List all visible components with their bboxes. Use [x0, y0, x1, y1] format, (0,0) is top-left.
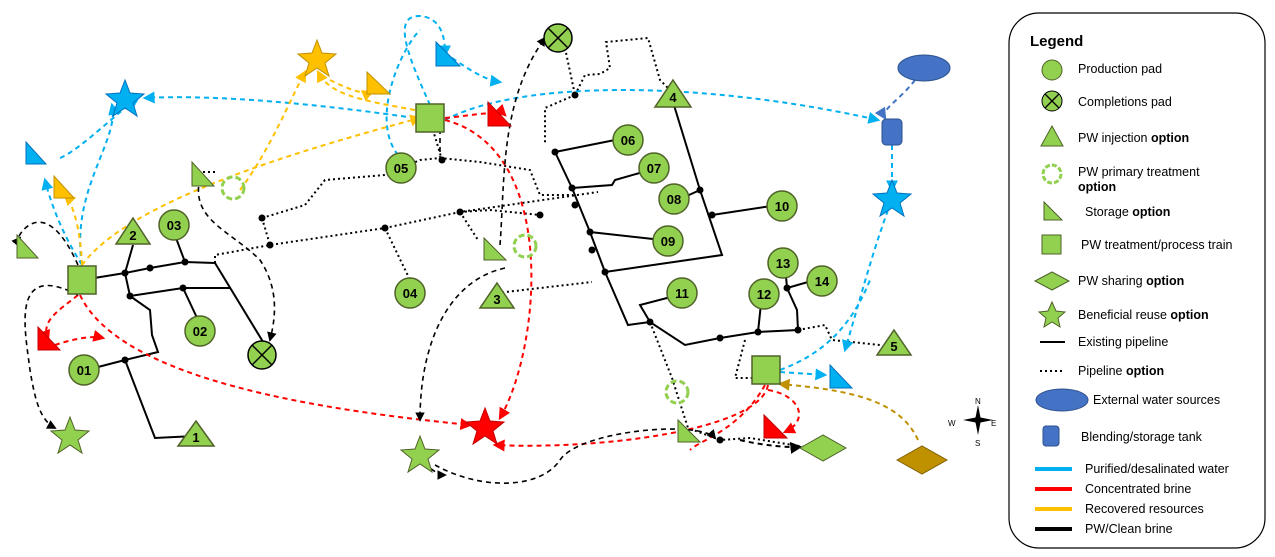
pad-label: 11 — [675, 286, 689, 301]
legend-completions-pad-icon — [1041, 90, 1063, 112]
legend-item-label: External water sources — [1093, 393, 1220, 407]
pad-label: 10 — [775, 199, 789, 214]
injection-label: 2 — [129, 228, 136, 243]
legend-external-source-icon — [1035, 388, 1089, 412]
beneficial-reuse-options — [49, 38, 913, 474]
pw-sharing-options — [798, 434, 949, 475]
treatment-trains — [67, 103, 781, 385]
primary-treatment-options — [220, 175, 690, 405]
legend-item-label: Pipeline option — [1078, 364, 1164, 378]
injection-options — [114, 78, 913, 447]
optional-pipelines — [193, 36, 881, 448]
pad-label: 04 — [403, 286, 418, 301]
legend-sharing-icon — [1033, 271, 1071, 291]
pad-label: 08 — [667, 192, 681, 207]
pad-label: 12 — [757, 287, 771, 302]
external-flows — [739, 79, 919, 454]
injection-label: 4 — [669, 90, 677, 105]
compass-north: N — [975, 397, 981, 406]
external-water-source — [897, 54, 951, 82]
legend: Legend Production pad Completions pad PW… — [1008, 12, 1266, 549]
legend-production-pad-icon — [1041, 59, 1063, 81]
legend-item-bold: option — [1078, 180, 1116, 194]
legend-item-label: PW primary treatment — [1078, 165, 1200, 179]
pad-label: 14 — [815, 274, 830, 289]
purified-water-flows — [41, 14, 898, 381]
legend-item-label: Recovered resources — [1085, 502, 1204, 516]
legend-reuse-icon — [1037, 300, 1067, 329]
completions-pad — [543, 23, 573, 53]
pad-label: 07 — [647, 161, 661, 176]
legend-item-label: PW treatment/process train — [1081, 238, 1232, 252]
injection-label: 1 — [192, 430, 199, 445]
pad-label: 06 — [621, 133, 635, 148]
pad-label: 09 — [661, 234, 675, 249]
pipeline-junctions — [121, 91, 802, 444]
pad-label: 03 — [167, 218, 181, 233]
pad-label: 01 — [77, 363, 91, 378]
pad-label: 05 — [394, 161, 408, 176]
injection-label: 5 — [890, 339, 897, 354]
legend-storage-icon — [1043, 200, 1064, 221]
legend-item-label: Concentrated brine — [1085, 482, 1191, 496]
legend-injection-icon — [1040, 124, 1064, 147]
existing-pipelines — [81, 101, 816, 440]
clean-brine-flows — [11, 36, 717, 484]
recovered-resource-flows — [63, 69, 423, 266]
legend-tank-icon — [1042, 425, 1060, 447]
legend-item-label: Production pad — [1078, 62, 1162, 76]
compass-rose: N S E W — [948, 397, 996, 448]
completions-pad — [247, 340, 277, 370]
storage-options — [16, 40, 854, 443]
legend-primary-treatment-icon — [1041, 163, 1063, 185]
blending-tank — [881, 118, 903, 146]
legend-item-label: Beneficial reuse option — [1078, 308, 1209, 322]
pad-label: 13 — [776, 256, 790, 271]
compass-south: S — [975, 439, 980, 448]
legend-item-label: Storage option — [1085, 205, 1170, 219]
compass-east: E — [991, 419, 996, 428]
injection-label: 3 — [493, 292, 500, 307]
legend-item-label: Purified/desalinated water — [1085, 462, 1229, 476]
legend-item-label: PW sharing option — [1078, 274, 1184, 288]
legend-treatment-train-icon — [1041, 234, 1062, 255]
compass-west: W — [948, 419, 956, 428]
legend-item-label: Blending/storage tank — [1081, 430, 1203, 444]
legend-item-label: Existing pipeline — [1078, 335, 1168, 349]
production-pads — [68, 124, 838, 386]
legend-item-label: PW injection option — [1078, 131, 1189, 145]
legend-item-label: Completions pad — [1078, 95, 1172, 109]
pad-label: 02 — [193, 324, 207, 339]
completions-pads — [247, 23, 573, 370]
legend-item-label: PW/Clean brine — [1085, 522, 1173, 536]
legend-title: Legend — [1030, 33, 1083, 50]
